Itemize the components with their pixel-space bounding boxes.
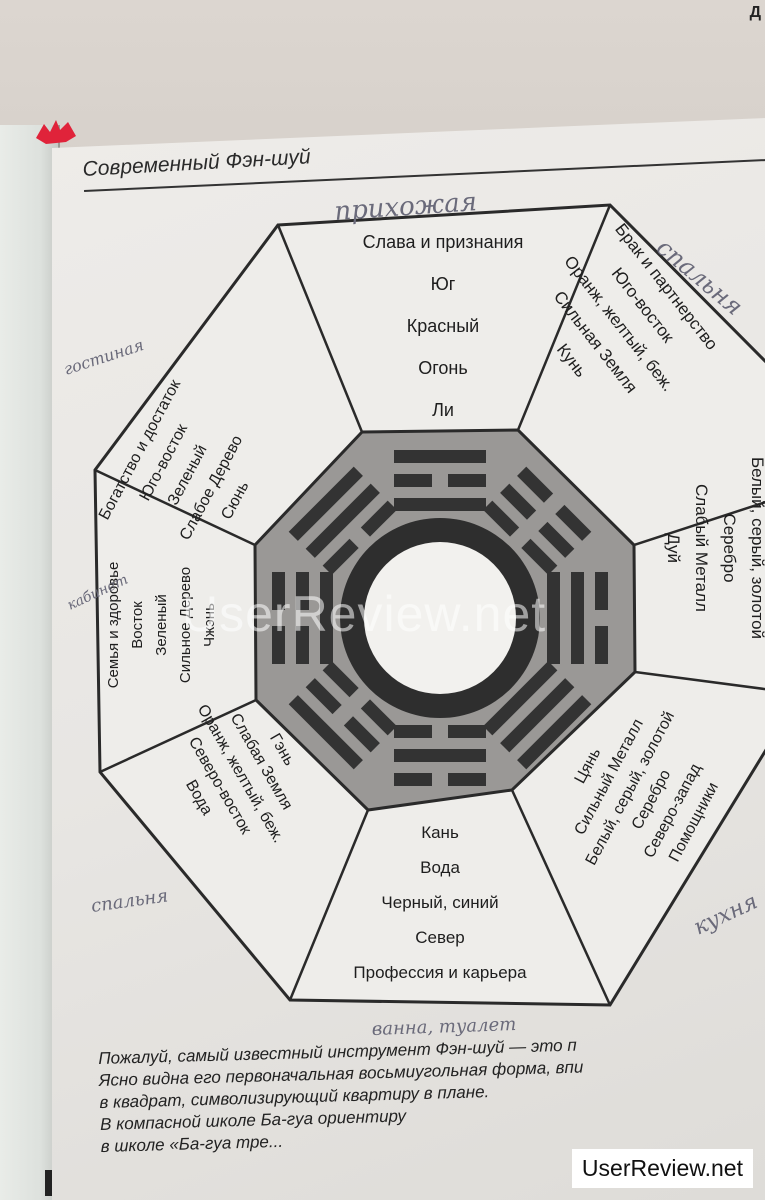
trigram: [394, 450, 486, 511]
trigram-bar-solid: [547, 572, 560, 664]
sector-dividers: [94, 204, 765, 1006]
trigram-bar-broken: [521, 538, 558, 575]
handwritten-north: ванна, туалет: [371, 1014, 516, 1040]
sector-east-line: Восток: [129, 601, 146, 649]
sector-south-line: Юг: [431, 274, 456, 294]
trigram-group: [272, 450, 608, 786]
trigram-bar-broken: [394, 773, 432, 786]
trigram-bar-solid: [288, 466, 363, 541]
trigram: [483, 661, 592, 770]
sector-southeast: Богатство и достатокЮго-востокЗеленыйСла…: [96, 376, 253, 543]
trigram-bar-broken: [595, 572, 608, 610]
trigram: [483, 466, 592, 575]
trigram-bar-solid: [571, 572, 584, 664]
trigram: [288, 466, 397, 575]
handwritten-northeast: спальня: [90, 885, 170, 917]
watermark-text: UserReview.net: [581, 1155, 743, 1181]
cover-mark: [45, 1170, 55, 1196]
trigram-bar-solid: [394, 749, 486, 762]
sector-north-line: Черный, синий: [381, 893, 498, 912]
trigram-bar-broken: [555, 504, 592, 541]
trigram-bar-broken: [517, 466, 554, 503]
sector-east-line: Чжэнь: [201, 603, 218, 647]
sector-east-line: Семья и здоровье: [105, 562, 122, 689]
trigram-bar-broken: [394, 725, 432, 738]
trigram-bar-solid: [394, 450, 486, 463]
sector-north-line: Профессия и карьера: [353, 963, 527, 982]
trigram-bar-broken: [538, 521, 575, 558]
sector-west-line: Серебро: [720, 513, 739, 582]
handwritten-northwest: кухня: [690, 889, 762, 940]
sector-north-line: Север: [415, 928, 464, 947]
sector-south-line: Красный: [407, 316, 479, 336]
trigram-bar-broken: [272, 626, 285, 664]
center-circle: [364, 542, 516, 694]
trigram-bar-broken: [272, 572, 285, 610]
sector-west-line: Слабый Металл: [692, 484, 711, 612]
sector-north-line: Кань: [421, 823, 459, 842]
sector-south-line: Ли: [432, 400, 454, 420]
trigram-bar-solid: [305, 483, 380, 558]
trigram-bar-broken: [500, 483, 537, 520]
trigram-bar-solid: [483, 661, 558, 736]
trigram-bar-broken: [448, 725, 486, 738]
sector-north-line: Вода: [420, 858, 460, 877]
trigram-bar-broken: [296, 626, 309, 664]
trigram-bar-solid: [394, 498, 486, 511]
trigram: [288, 661, 397, 770]
trigram-bar-broken: [296, 572, 309, 610]
trigram-bar-broken: [595, 626, 608, 664]
center-watermark: UserReview.net: [182, 586, 547, 642]
sector-west: Белый, серый, золотой Серебро Слабый Метал…: [664, 457, 765, 639]
trigram-bar-broken: [322, 661, 359, 698]
trigram-bar-broken: [360, 500, 397, 537]
book-cover-edge: [0, 125, 60, 1200]
sector-west-line: Белый, серый, золотой: [748, 457, 765, 639]
trigram: [394, 725, 486, 786]
trigram-bar-broken: [394, 474, 432, 487]
sector-south-line: Огонь: [418, 358, 468, 378]
trigram-bar-broken: [343, 716, 380, 753]
watermark-box: UserReview.net: [571, 1149, 753, 1188]
sector-east-line: Зеленый: [153, 594, 170, 655]
trigram-bar-broken: [322, 538, 359, 575]
sector-east-line: Сильное Дерево: [177, 567, 194, 683]
handwritten-southeast: гостиная: [61, 335, 146, 379]
sector-south-line: Слава и признания: [363, 232, 524, 252]
trigram-bar-solid: [517, 695, 592, 770]
trigram: [547, 572, 608, 664]
trigram-bar-broken: [305, 678, 342, 715]
trigram: [272, 572, 333, 664]
trigram-bar-broken: [483, 500, 520, 537]
trigram-bar-solid: [320, 572, 333, 664]
corner-letter: Д: [749, 4, 761, 21]
trigram-bar-solid: [500, 678, 575, 753]
body-text: Пожалуй, самый известный инструмент Фэн-…: [98, 1028, 765, 1158]
trigram-bar-solid: [288, 695, 363, 770]
trigram-bar-broken: [360, 699, 397, 736]
bookmark-ribbon: [36, 120, 76, 144]
trigram-bar-broken: [448, 773, 486, 786]
sector-east: Семья и здоровье Восток Зеленый Сильное Дер…: [105, 562, 218, 689]
sector-west-line: Дуй: [664, 533, 683, 563]
trigram-bar-broken: [448, 474, 486, 487]
